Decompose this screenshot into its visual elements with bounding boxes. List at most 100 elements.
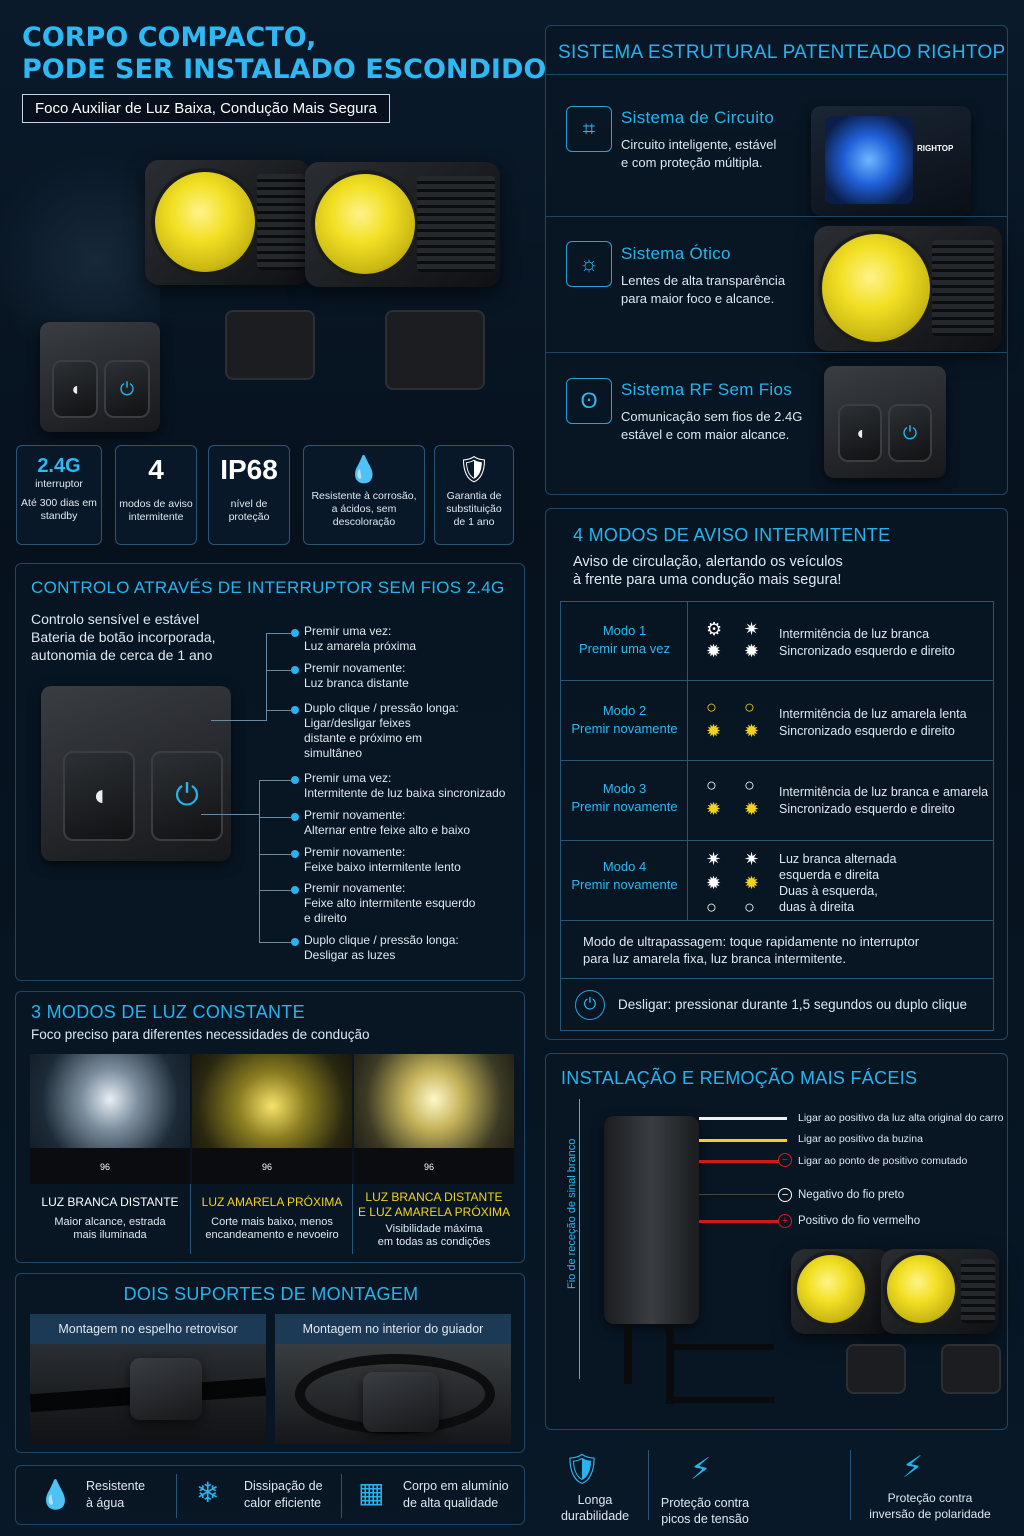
- polarity-icon: ⚡: [902, 1451, 924, 1484]
- wire-label-switched: Ligar ao ponto de positivo comutado: [798, 1155, 968, 1167]
- headlight-icon: ◖: [69, 378, 81, 399]
- mount-title: DOIS SUPORTES DE MONTAGEM: [123, 1284, 419, 1304]
- combined-beam-caption: LUZ BRANCA DISTANTE E LUZ AMARELA PRÓXIM…: [357, 1190, 511, 1248]
- wireless-power-step-4: Premir novamente:Feixe alto intermitente…: [304, 881, 476, 925]
- optics-lamp-image: [814, 226, 1002, 351]
- constant-panel: 3 MODOS DE LUZ CONSTANTE Foco preciso pa…: [15, 991, 525, 1263]
- mode-4-bulb-icon: ✹: [744, 873, 760, 893]
- rf-title: Sistema RF Sem Fios: [621, 380, 793, 399]
- mode-4-bulb-icon: ○: [706, 897, 717, 917]
- minus-icon: −: [778, 1153, 792, 1167]
- wireless-power-step-2: Premir novamente:Alternar entre feixe al…: [304, 808, 471, 837]
- headlight-icon: ◖: [854, 422, 866, 443]
- mount-handlebar-photo: [275, 1344, 511, 1444]
- shield-check-icon: 🛡: [457, 454, 491, 484]
- power-icon: ⏻: [902, 422, 918, 443]
- combined-beam-photo: 96: [354, 1054, 514, 1184]
- controller-box-image: [604, 1116, 699, 1324]
- hero-clamp-left: [225, 310, 315, 380]
- spec-modes: 4 modos de aviso intermitente: [115, 445, 197, 545]
- mount-panel: DOIS SUPORTES DE MONTAGEM Montagem no es…: [15, 1273, 525, 1453]
- wireless-power-step-5: Duplo clique / pressão longa:Desligar as…: [304, 933, 459, 962]
- power-off-desc: Desligar: pressionar durante 1,5 segundo…: [618, 997, 967, 1012]
- wireless-step-2: Premir novamente:Luz branca distante: [304, 661, 409, 690]
- hero-switch-box: ◖ ⏻: [40, 322, 160, 432]
- wireless-title: CONTROLO ATRAVÉS DE INTERRUPTOR SEM FIOS…: [31, 578, 505, 597]
- shield-icon: 🛡: [563, 1453, 602, 1486]
- modes-title: 4 MODOS DE AVISO INTERMITENTE: [573, 525, 891, 545]
- white-beam-caption: LUZ BRANCA DISTANTE Maior alcance, estra…: [41, 1195, 179, 1241]
- install-panel: INSTALAÇÃO E REMOÇÃO MAIS FÁCEIS Fio de …: [545, 1053, 1008, 1430]
- power-off-icon: ⏻: [575, 990, 605, 1020]
- power-button-large: ⏻: [151, 751, 223, 841]
- mount-mirror-photo: [30, 1344, 266, 1444]
- mode-3-bulb-icon: ✹: [706, 799, 722, 819]
- mode-1-bulb-icon: ✹: [744, 641, 760, 661]
- white-signal-wire-label: Fio de receção de sinal branco: [566, 1138, 578, 1289]
- wireless-power-step-1: Premir uma vez:Intermitente de luz baixa…: [304, 771, 506, 800]
- mode-1-bulb-icon: ⚙: [706, 619, 723, 639]
- constant-title: 3 MODOS DE LUZ CONSTANTE: [31, 1002, 305, 1022]
- mode-1-bulb-icon: ✷: [744, 619, 760, 639]
- wire-label-high-beam: Ligar ao positivo da luz alta original d…: [798, 1112, 1004, 1124]
- install-lamp-left: [791, 1249, 891, 1334]
- circuit-box-image: RIGHTOP: [811, 106, 971, 216]
- yellow-beam-photo: 96: [192, 1054, 352, 1184]
- modes-panel: 4 MODOS DE AVISO INTERMITENTE Aviso de c…: [545, 508, 1008, 1040]
- drop-icon: 💧: [347, 454, 381, 484]
- mount-mirror-label: Montagem no espelho retrovisor: [30, 1314, 266, 1344]
- hero-lamp-left: [145, 160, 310, 285]
- power-icon: ⏻: [119, 378, 135, 399]
- mount-handlebar-label: Montagem no interior do guiador: [275, 1314, 511, 1344]
- power-button: ⏻: [104, 360, 150, 418]
- optics-title: Sistema Ótico: [621, 244, 731, 263]
- headlight-icon: ◖: [89, 779, 109, 812]
- install-title: INSTALAÇÃO E REMOÇÃO MAIS FÁCEIS: [561, 1068, 918, 1088]
- aluminum-block-icon: ▦: [358, 1477, 385, 1508]
- mode-3-bulb-icon: ○: [706, 775, 717, 795]
- rf-icon: ʘ: [566, 378, 612, 424]
- overtake-mode-desc: Modo de ultrapassagem: toque rapidamente…: [583, 934, 920, 966]
- hero-background: [0, 140, 160, 340]
- modes-intro: Aviso de circulação, alertando os veícul…: [573, 554, 843, 588]
- install-lamp-right: [881, 1249, 999, 1334]
- spec-warranty: 🛡 Garantia de substituição de 1 ano: [434, 445, 514, 545]
- mode-3-bulb-icon: ✹: [744, 799, 760, 819]
- beam-button: ◖: [52, 360, 98, 418]
- lightning-icon: ⚡: [690, 1453, 712, 1486]
- wireless-switch-image: ◖ ⏻: [41, 686, 231, 861]
- mode-2-bulb-icon: ○: [744, 697, 755, 717]
- water-drop-icon: 💧: [38, 1479, 73, 1510]
- circuit-title: Sistema de Circuito: [621, 108, 775, 127]
- wire-label-negative: Negativo do fio preto: [798, 1189, 905, 1201]
- wireless-power-step-3: Premir novamente:Feixe baixo intermitent…: [304, 845, 461, 874]
- mode-3-bulb-icon: ○: [744, 775, 755, 795]
- mode-1-bulb-icon: ✹: [706, 641, 722, 661]
- hero-title: CORPO COMPACTO, PODE SER INSTALADO ESCON…: [22, 22, 547, 85]
- hero-clamp-right: [385, 310, 485, 390]
- spec-switch: 2.4G interruptor Até 300 dias em standby: [16, 445, 102, 545]
- constant-intro: Foco preciso para diferentes necessidade…: [31, 1027, 370, 1042]
- beam-button-large: ◖: [63, 751, 135, 841]
- yellow-beam-caption: LUZ AMARELA PRÓXIMA Corte mais baixo, me…: [201, 1195, 343, 1241]
- minus-icon: −: [778, 1188, 792, 1202]
- rf-switch-image: ◖ ⏻: [824, 366, 946, 478]
- wireless-step-1: Premir uma vez:Luz amarela próxima: [304, 624, 417, 653]
- wireless-intro: Controlo sensível e estável Bateria de b…: [31, 611, 216, 663]
- wireless-step-3: Duplo clique / pressão longa:Ligar/desli…: [304, 701, 459, 760]
